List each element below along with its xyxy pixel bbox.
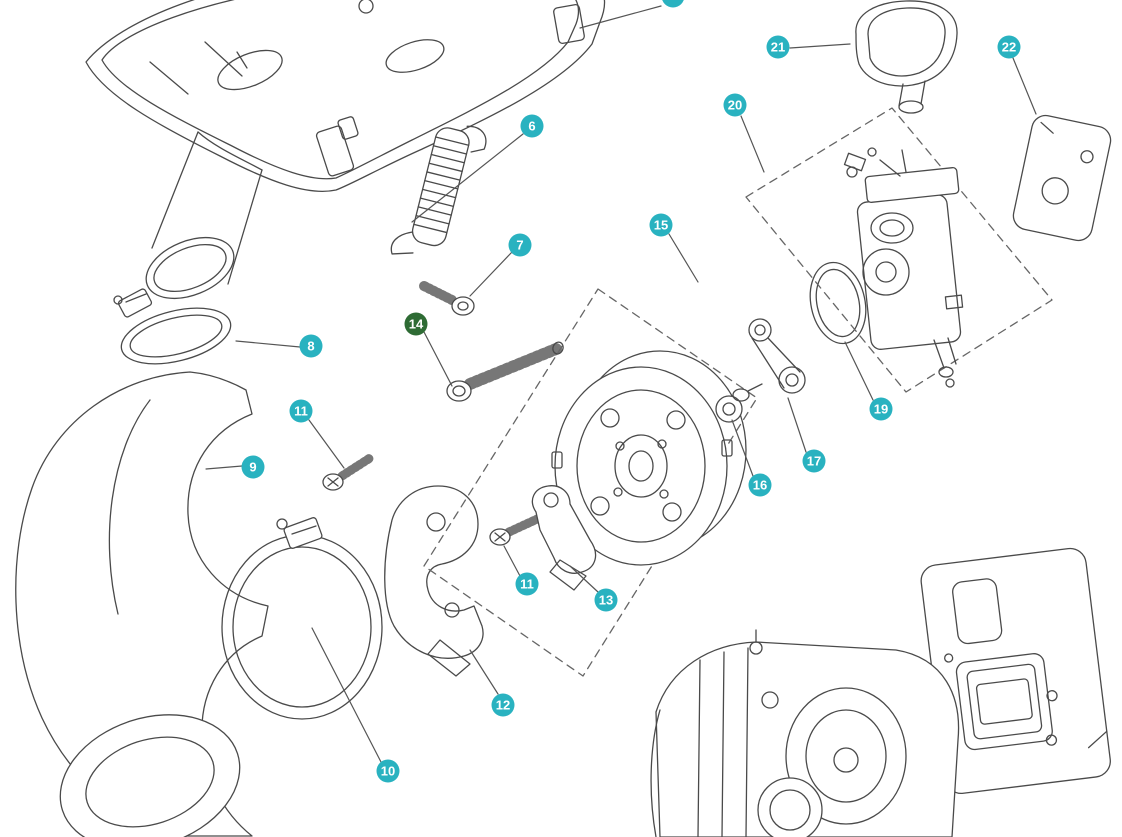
- callout-20[interactable]: 20: [723, 93, 747, 117]
- clutch-drum: [551, 350, 747, 566]
- callout-15[interactable]: 15: [649, 213, 673, 237]
- air-filter-housing: [85, 0, 605, 193]
- callout-22[interactable]: 22: [997, 35, 1021, 59]
- screw-long: [446, 341, 564, 402]
- callout-16[interactable]: 16: [748, 473, 772, 497]
- mount-bracket: [384, 485, 484, 677]
- comb-spring: [390, 125, 487, 255]
- dashed-box-carburetor: [745, 107, 1053, 393]
- elbow-duct: [15, 371, 269, 837]
- hose-clamp-lower: [221, 517, 383, 720]
- callout-19[interactable]: 19: [869, 397, 893, 421]
- dashed-box-clutch: [423, 288, 758, 677]
- callout-6[interactable]: 6: [520, 114, 544, 138]
- linkage-lever: [732, 318, 806, 402]
- callout-17[interactable]: 17: [802, 449, 826, 473]
- callout-12[interactable]: 12: [491, 693, 515, 717]
- callout-partial-top[interactable]: [661, 0, 685, 8]
- control-lever: [531, 485, 597, 591]
- callout-11-left[interactable]: 11: [289, 399, 313, 423]
- callout-7[interactable]: 7: [508, 233, 532, 257]
- hose-clamp-upper: [113, 288, 232, 365]
- callout-21[interactable]: 21: [766, 35, 790, 59]
- crankcase-assembly: [650, 629, 960, 837]
- carburetor: [843, 147, 964, 388]
- callout-9[interactable]: 9: [241, 455, 265, 479]
- screw-small-left: [322, 453, 375, 491]
- callout-10[interactable]: 10: [376, 759, 400, 783]
- callout-14[interactable]: 14: [404, 312, 428, 336]
- carburetor-top-cover: [855, 0, 958, 114]
- leader-lines: [205, 5, 1037, 763]
- carburetor-gasket: [809, 261, 867, 345]
- callout-8[interactable]: 8: [299, 334, 323, 358]
- callout-13[interactable]: 13: [594, 588, 618, 612]
- intake-tube: [145, 131, 263, 300]
- screw-short: [419, 281, 475, 316]
- washer: [715, 395, 743, 423]
- callout-11-right[interactable]: 11: [515, 572, 539, 596]
- heat-shield-gasket: [1012, 114, 1112, 242]
